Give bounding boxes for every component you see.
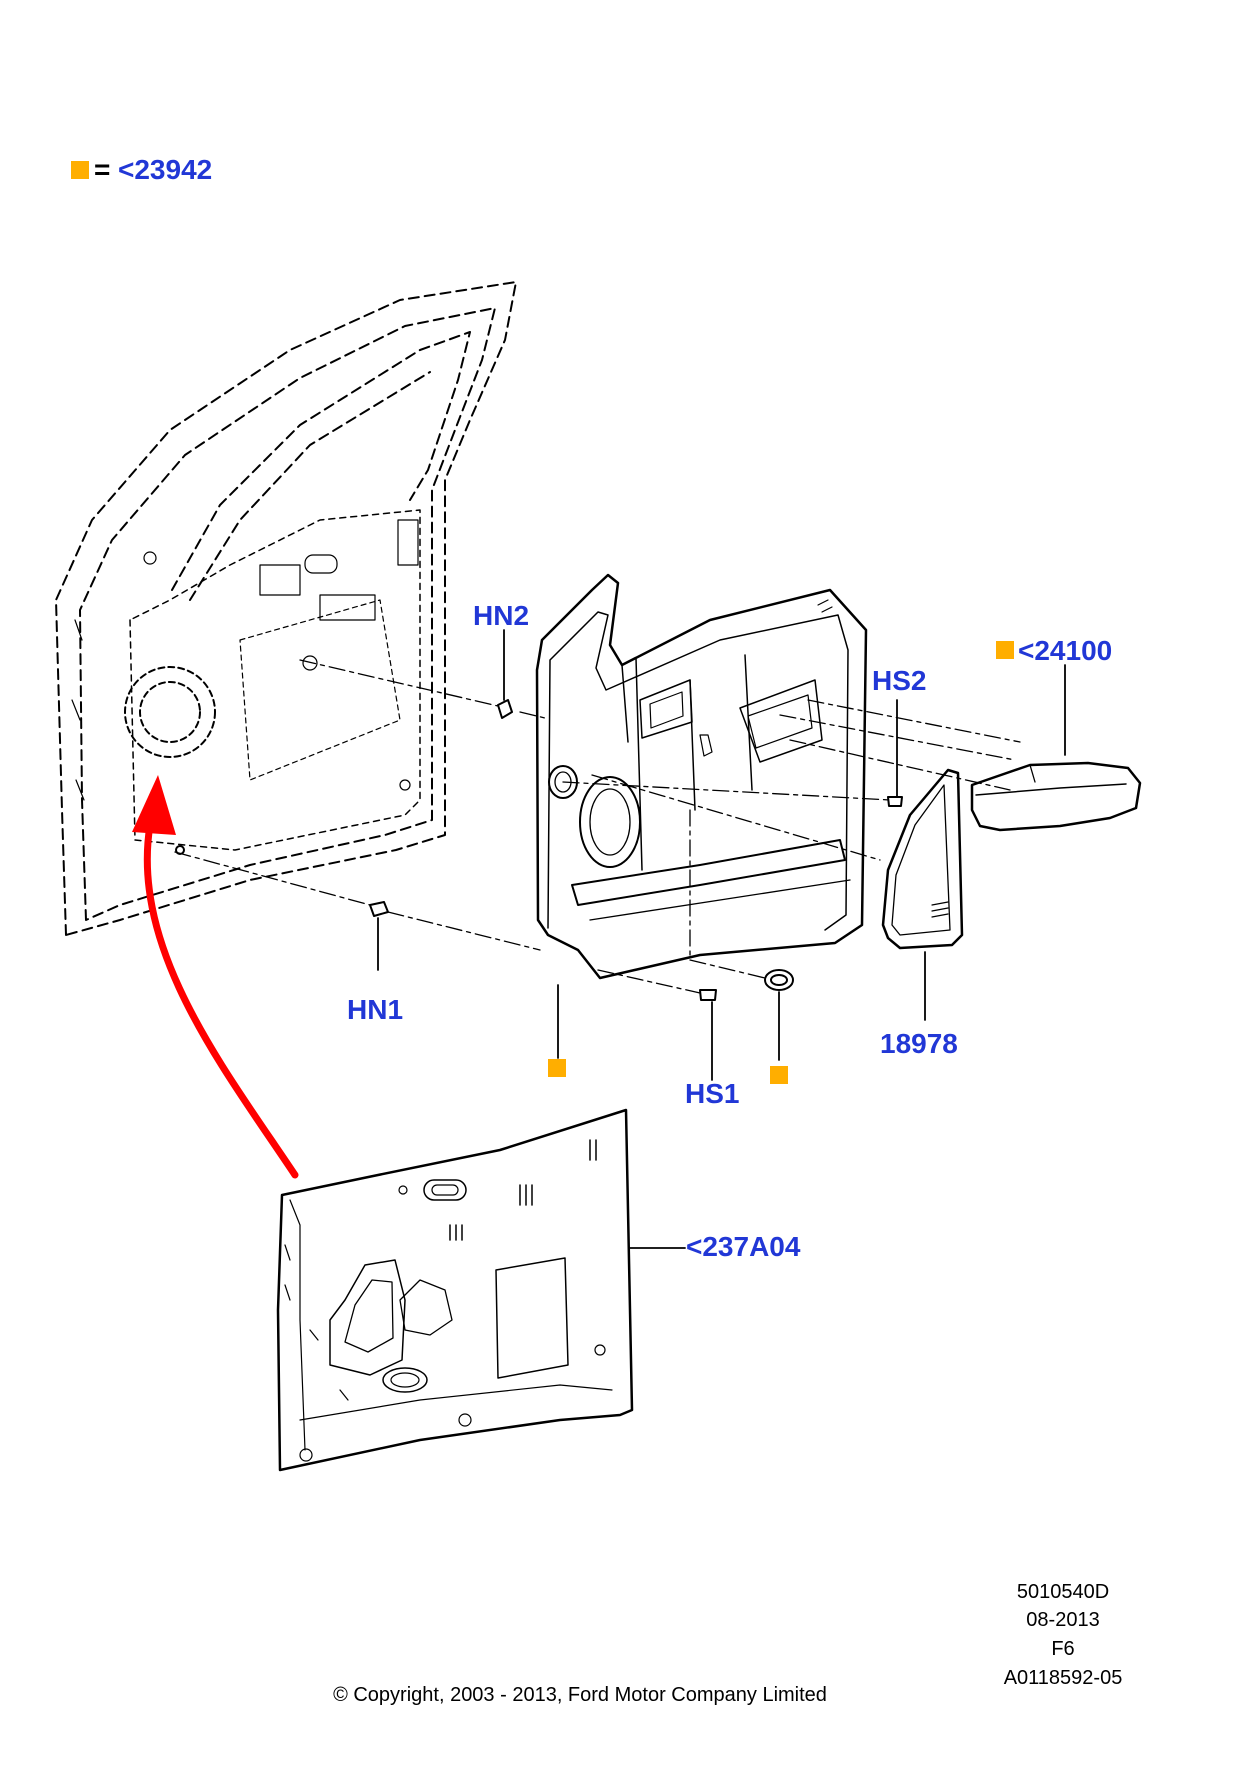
copyright: © Copyright, 2003 - 2013, Ford Motor Com…	[333, 1684, 827, 1706]
legend-equals: =	[94, 154, 111, 185]
door-frame	[55, 281, 517, 936]
leader-lines	[377, 629, 1066, 1249]
install-arrow	[132, 775, 299, 1179]
sheet-code: F6	[1051, 1638, 1075, 1660]
marker-panel	[548, 1059, 566, 1077]
marker-24100	[996, 641, 1014, 659]
legend-ref: <23942	[118, 154, 213, 185]
armrest-24100	[970, 761, 1142, 832]
grommet	[764, 969, 794, 991]
callout-237A04: <237A04	[686, 1231, 801, 1262]
callout-24100: <24100	[1018, 635, 1113, 666]
drawing-ref: A0118592-05	[1003, 1667, 1123, 1689]
callout-hs2: HS2	[872, 665, 927, 696]
legend-marker	[71, 161, 89, 179]
watershield-237A04	[276, 1108, 634, 1472]
screw-hs1	[699, 989, 717, 1001]
clip-hn1	[369, 901, 389, 917]
assembly-lines	[174, 659, 1021, 994]
callout-hs1: HS1	[685, 1078, 740, 1109]
trim-piece-18978	[881, 768, 964, 950]
callout-18978: 18978	[880, 1028, 958, 1059]
clip-hn2	[497, 699, 513, 719]
marker-grommet	[770, 1066, 788, 1084]
callout-hn2: HN2	[473, 600, 530, 631]
door-trim-panel	[535, 573, 868, 980]
drawing-date: 08-2013	[1026, 1609, 1100, 1631]
screw-hs2	[887, 796, 903, 807]
callout-hn1: HN1	[347, 994, 404, 1025]
drawing-number: 5010540D	[1016, 1581, 1110, 1603]
